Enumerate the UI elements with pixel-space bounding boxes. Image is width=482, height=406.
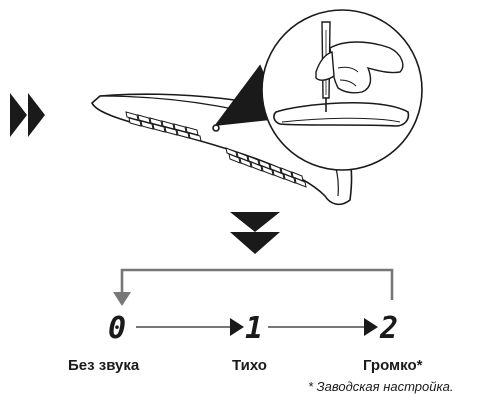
step-label-loud: Громко* [363,357,423,374]
device-key [261,165,274,176]
double-chevron-right-icon [10,93,45,137]
step-value-1: 1 [245,311,263,346]
hand-icon [315,41,404,94]
device-key [188,132,202,142]
loop-back-arrowhead [113,292,131,306]
double-chevron-down-icon [230,212,280,254]
device-key [250,161,263,172]
step-label-quiet: Тихо [232,357,267,374]
factory-setting-footnote: * Заводская настройка. [308,379,454,394]
device-key [128,117,142,127]
device-key [176,129,190,139]
device-key [294,177,307,188]
loop-back-arrow [120,268,394,300]
device-key [272,169,285,180]
device-keys-left [125,111,202,142]
device-key [152,123,166,133]
step-value-2: 2 [379,311,398,346]
step-label-mute: Без звука [68,357,140,374]
step-value-0: 0 [108,311,126,346]
device-keys-right [225,147,307,188]
device-key [283,173,296,184]
device-key [140,120,154,130]
magnified-pen-press-illustration [214,9,423,171]
device-key [228,153,241,164]
forward-arrow-1 [136,318,244,336]
forward-arrow-2 [268,318,378,336]
device-key [164,126,178,136]
device-key [239,157,252,168]
